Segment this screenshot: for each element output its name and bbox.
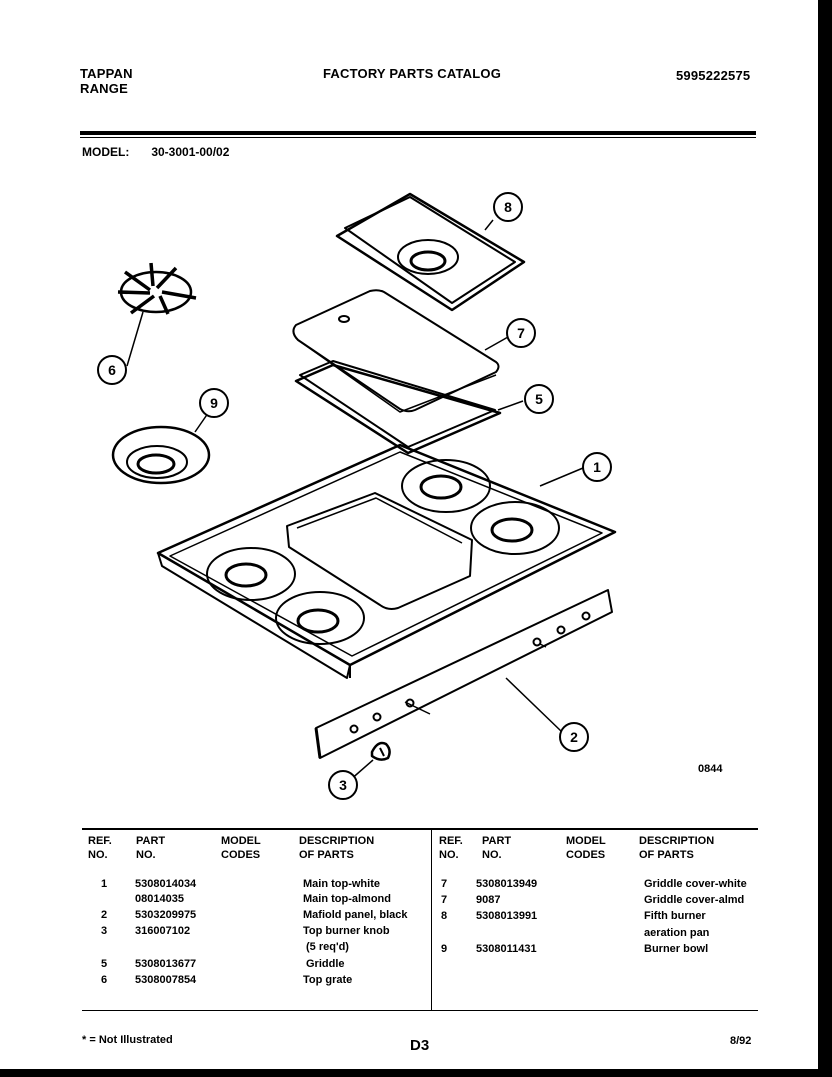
griddle-drawing [294,360,502,455]
svg-text:3: 3 [339,777,347,793]
product-type: RANGE [80,81,128,96]
ref-no: 6 [101,974,108,986]
callout-6: 6 [97,355,127,385]
svg-text:9: 9 [210,395,218,411]
part-no: 5303209975 [135,909,197,921]
model-number: 30-3001-00/02 [151,145,230,159]
header-rule-thin [80,137,756,138]
callout-9: 9 [199,388,229,418]
ref-no: 2 [101,909,108,921]
callout-2: 2 [559,722,589,752]
griddle-cover-drawing [292,289,500,413]
diagram-code: 0844 [698,763,723,775]
main-top-drawing [156,443,617,679]
callout-5: 5 [524,384,554,414]
col-part-left: PART NO. [136,835,166,861]
part-no: 5308013949 [476,878,538,890]
table-column-divider [431,830,432,1010]
col-model-left: MODEL CODES [221,835,261,861]
svg-text:6: 6 [108,362,116,378]
catalog-number: 5995222575 [676,68,751,83]
footnote: * = Not Illustrated [82,1034,173,1046]
col-desc-left: DESCRIPTION OF PARTS [299,835,375,861]
col-desc-right: DESCRIPTION OF PARTS [639,835,715,861]
part-desc: Griddle [306,958,345,970]
part-desc: Fifth burner [644,910,706,922]
part-desc: Main top-almond [303,893,391,905]
col-ref-left: REF. NO. [88,835,112,861]
part-desc: Griddle cover-white [644,878,747,890]
part-desc: Burner bowl [644,943,709,955]
part-no: 9087 [476,894,501,906]
part-desc: Main top-white [303,878,380,890]
top-grate-drawing [117,262,197,315]
ref-no: 3 [101,925,108,937]
svg-text:7: 7 [517,325,525,341]
part-desc: Top grate [303,974,353,986]
ref-no: 7 [441,878,448,890]
knob-drawing [370,741,391,761]
table-top-rule [82,828,758,830]
exploded-parts-diagram: 8 7 5 1 2 3 6 9 [97,192,617,800]
brand-name: TAPPAN [80,66,133,81]
part-desc: Top burner knob [303,925,390,937]
part-desc: aeration pan [644,927,710,939]
model-line: MODEL: 30-3001-00/02 [82,145,251,159]
catalog-title: FACTORY PARTS CATALOG [323,66,502,81]
part-no: 5308013677 [135,958,197,970]
brand-block: TAPPAN RANGE [80,66,133,96]
col-model-right: MODEL CODES [566,835,606,861]
part-no: 08014035 [135,893,184,905]
svg-text:1: 1 [593,459,601,475]
page-number: D3 [410,1037,430,1054]
svg-text:5: 5 [535,391,543,407]
callout-1: 1 [582,452,612,482]
ref-no: 8 [441,910,448,922]
callout-3: 3 [328,770,358,800]
revision-date: 8/92 [730,1035,752,1047]
ref-no: 5 [101,958,108,970]
aeration-pan-drawing [335,192,526,312]
ref-no: 9 [441,943,448,955]
model-label: MODEL: [82,145,130,159]
ref-no: 1 [101,878,108,890]
col-ref-right: REF. NO. [439,835,463,861]
callout-8: 8 [493,192,523,222]
manifold-panel-drawing [314,589,613,759]
part-no: 5308014034 [135,878,197,890]
part-desc: (5 req'd) [306,941,349,953]
part-no: 316007102 [135,925,191,937]
svg-text:2: 2 [570,729,578,745]
ref-no: 7 [441,894,448,906]
page-border-right [818,0,832,1077]
part-desc: Griddle cover-almd [644,894,745,906]
col-part-right: PART NO. [482,835,512,861]
part-no: 5308011431 [476,943,537,955]
page-border-bottom [0,1069,832,1077]
part-no: 5308007854 [135,974,197,986]
table-bottom-rule [82,1010,758,1011]
burner-bowl-drawing [111,425,211,485]
part-desc: Mafiold panel, black [303,909,408,921]
part-no: 5308013991 [476,910,538,922]
header-rule-thick [80,131,756,135]
svg-text:8: 8 [504,199,512,215]
callout-7: 7 [506,318,536,348]
